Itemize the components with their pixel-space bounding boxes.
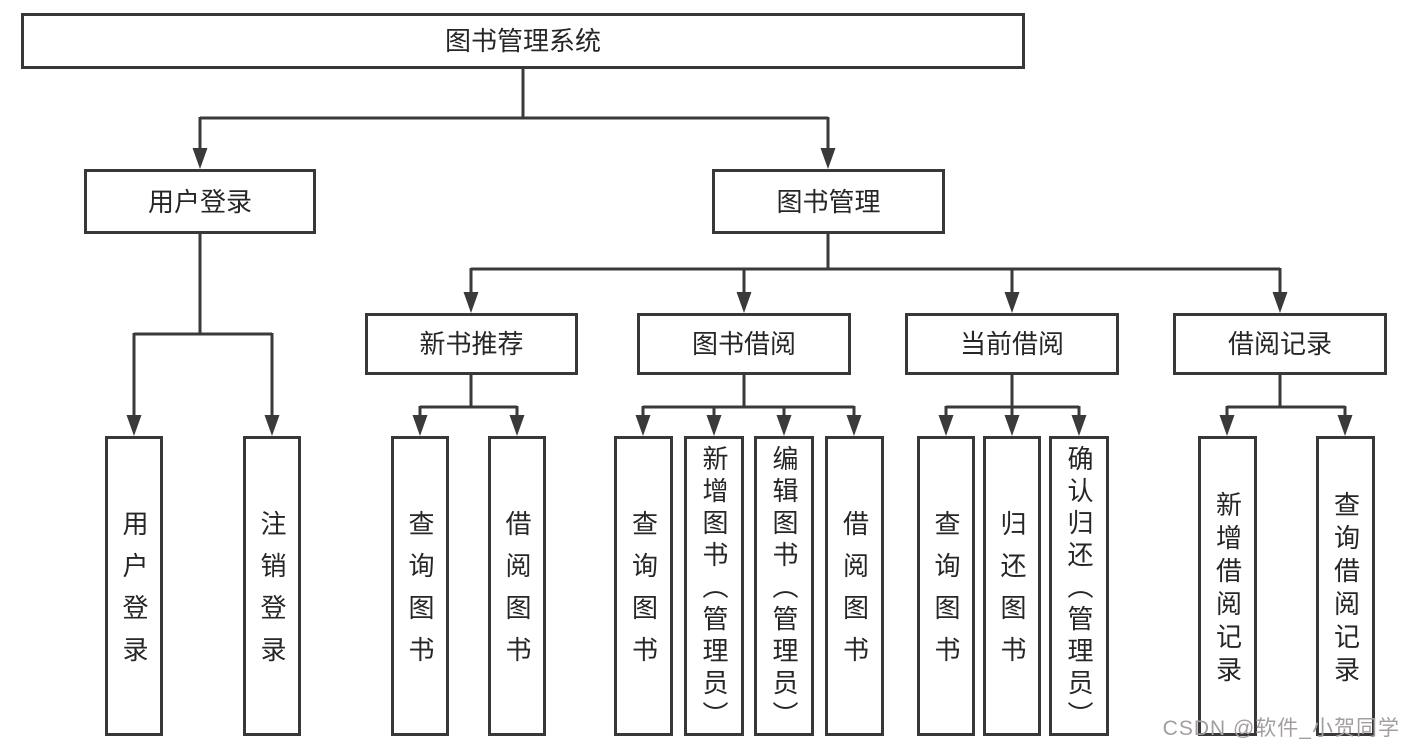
node-borrow-records: 借阅记录 [1173,313,1387,375]
arrowhead-return-books [1004,415,1020,436]
arrowhead-query-borrow-record [1337,415,1353,436]
node-library-system: 图书管理系统 [21,13,1025,69]
arrowhead-leaf-user-login [126,415,142,436]
leaf-borrow-books-2-label: 借阅图书 [839,510,870,678]
leaf-add-books-admin-label: 新增图书（管理员） [699,445,729,733]
arrowhead-current-borrow [1004,292,1020,313]
leaf-query-books-2: 查询图书 [614,436,673,736]
connector-current-borrow-branch [944,372,1081,418]
arrowhead-leaf-logout [264,415,280,436]
leaf-return-books: 归还图书 [983,436,1041,736]
leaf-edit-books-admin-label: 编辑图书（管理员） [769,445,799,733]
connector-root-to-level2 [198,66,830,151]
arrowhead-borrow-records [1272,292,1288,313]
connector-borrow-records-branch [1225,372,1347,418]
arrowhead-user-login [192,148,208,169]
arrowhead-new-book-recommend [463,292,479,313]
leaf-query-books-3: 查询图书 [917,436,975,736]
node-borrow-records-label: 借阅记录 [1227,329,1332,359]
node-library-system-label: 图书管理系统 [444,26,601,56]
node-book-management: 图书管理 [712,169,945,234]
leaf-query-books-1: 查询图书 [391,436,449,736]
leaf-borrow-books-1-label: 借阅图书 [502,510,532,678]
csdn-watermark: CSDN @软件_小贺同学 [1162,717,1400,740]
node-user-login-label: 用户登录 [147,186,252,217]
node-current-borrow: 当前借阅 [905,313,1119,375]
leaf-query-books-2-label: 查询图书 [628,510,659,678]
node-current-borrow-label: 当前借阅 [959,329,1064,359]
arrowhead-add-books [706,415,722,436]
arrowhead-query-books-1 [412,415,428,436]
leaf-query-borrow-record: 查询借阅记录 [1316,436,1375,736]
arrowhead-add-borrow-record [1219,415,1235,436]
arrowhead-confirm-return [1071,415,1087,436]
arrowhead-query-books-3 [938,415,954,436]
node-new-book-recommend: 新书推荐 [365,313,578,375]
node-new-book-recommend-label: 新书推荐 [419,329,524,359]
leaf-add-books-admin: 新增图书（管理员） [684,436,744,736]
leaf-borrow-books-1: 借阅图书 [488,436,546,736]
leaf-user-login: 用户登录 [105,436,163,736]
leaf-confirm-return-admin-label: 确认归还（管理员） [1064,445,1094,733]
arrowhead-edit-books [776,415,792,436]
leaf-borrow-books-2: 借阅图书 [825,436,884,736]
arrowhead-book-management [820,148,836,169]
leaf-query-books-1-label: 查询图书 [405,510,435,678]
connector-book-management-branch [469,231,1282,295]
leaf-query-books-3-label: 查询图书 [931,510,961,678]
leaf-logout: 注销登录 [243,436,301,736]
connector-user-login-branch [132,231,274,418]
connector-new-book-recommend-branch [418,372,519,418]
leaf-user-login-label: 用户登录 [119,510,149,678]
leaf-query-borrow-record-label: 查询借阅记录 [1330,490,1361,689]
leaf-logout-label: 注销登录 [257,510,287,678]
leaf-return-books-label: 归还图书 [997,510,1027,678]
leaf-add-borrow-record: 新增借阅记录 [1198,436,1257,736]
arrowhead-book-borrow [736,292,752,313]
arrowhead-borrow-books-1 [509,415,525,436]
connector-book-borrow-branch [641,372,856,418]
node-user-login: 用户登录 [84,169,316,234]
node-book-management-label: 图书管理 [776,186,881,217]
leaf-edit-books-admin: 编辑图书（管理员） [754,436,814,736]
arrowhead-query-books-2 [635,415,651,436]
node-book-borrow: 图书借阅 [637,313,851,375]
leaf-add-borrow-record-label: 新增借阅记录 [1212,490,1243,689]
leaf-confirm-return-admin: 确认归还（管理员） [1049,436,1109,736]
arrowhead-borrow-books-2 [846,415,862,436]
node-book-borrow-label: 图书借阅 [691,329,796,359]
